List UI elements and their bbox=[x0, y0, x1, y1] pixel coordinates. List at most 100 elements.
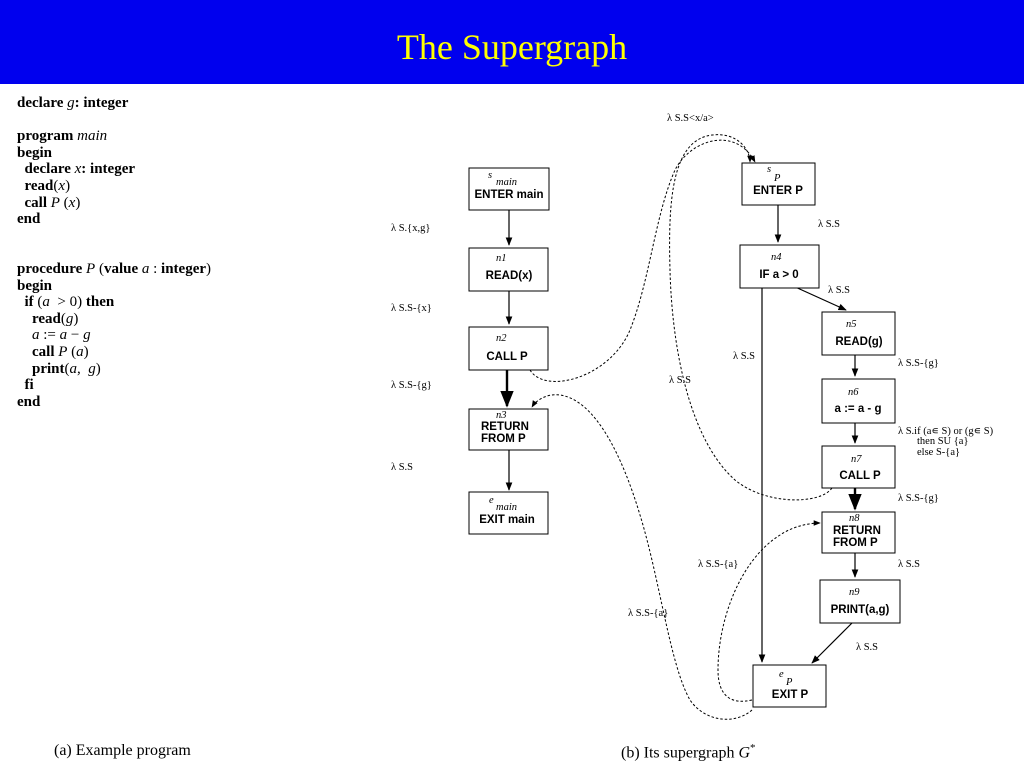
flabel-n8-n9: λ S.S bbox=[898, 559, 920, 570]
caption-a: (a) Example program bbox=[54, 742, 191, 759]
program-token: a bbox=[69, 360, 78, 377]
node-n5: n5 READ(g) bbox=[821, 311, 896, 356]
edge-n9-eP bbox=[811, 622, 853, 664]
program-token: integer bbox=[161, 260, 207, 277]
program-token: then bbox=[85, 294, 115, 311]
edge-n4-n5 bbox=[792, 285, 847, 311]
caption-b-text: (b) Its supergraph bbox=[621, 744, 739, 762]
title-bar: The Supergraph bbox=[0, 0, 1024, 84]
node-n2-id: n2 bbox=[496, 333, 507, 344]
program-token: g bbox=[63, 95, 75, 111]
program-token: if bbox=[17, 294, 34, 311]
program-line: begin bbox=[17, 278, 211, 295]
program-token: P bbox=[47, 194, 60, 211]
node-n5-label: READ(g) bbox=[835, 336, 882, 348]
program-line: read(x) bbox=[17, 178, 211, 195]
program-token: ) bbox=[95, 360, 101, 377]
node-e-main-id: e bbox=[489, 495, 494, 506]
program-token: : bbox=[149, 260, 162, 277]
program-line: end bbox=[17, 211, 211, 228]
node-n7: n7 CALL P bbox=[821, 445, 896, 489]
node-n4-id: n4 bbox=[771, 252, 782, 263]
program-token: call bbox=[17, 343, 55, 360]
program-token: x bbox=[68, 194, 76, 211]
program-token: := bbox=[39, 327, 60, 344]
flabel-n1-n2: λ S.S-{x} bbox=[391, 303, 432, 314]
slide-title: The Supergraph bbox=[396, 27, 628, 67]
program-token: end bbox=[17, 211, 41, 228]
program-line: program main bbox=[17, 128, 211, 145]
node-s-main-id: s bbox=[488, 170, 492, 181]
program-token: print bbox=[17, 360, 65, 377]
program-token: declare bbox=[17, 95, 64, 111]
program-token: g bbox=[83, 327, 91, 344]
node-n3: n3 RETURN FROM P bbox=[468, 408, 549, 451]
program-token: g bbox=[65, 310, 74, 327]
program-line: call P (a) bbox=[17, 344, 211, 361]
program-token: procedure bbox=[17, 260, 83, 277]
program-token: ( bbox=[67, 343, 77, 360]
node-e-main: e main EXIT main bbox=[468, 491, 549, 535]
flabel-n4-n5: λ S.S bbox=[828, 285, 850, 296]
program-token: ) bbox=[73, 310, 79, 327]
inter-edges bbox=[529, 134, 833, 720]
program-line: procedure P (value a : integer) bbox=[17, 261, 211, 278]
node-s-main: s main ENTER main bbox=[468, 167, 550, 211]
program-token: ) bbox=[65, 177, 71, 194]
flabel-n7-sP: λ S.S bbox=[669, 375, 691, 386]
program-token: fi bbox=[17, 377, 34, 394]
program-token: read bbox=[17, 177, 54, 194]
node-e-P-id: e bbox=[779, 669, 784, 680]
flabel-smain-n1: λ S.{x,g} bbox=[391, 223, 430, 234]
flabel-n6-n7-line3: else S-{a} bbox=[917, 447, 960, 458]
edge-eP-n3 bbox=[531, 394, 753, 720]
program-token: − bbox=[67, 327, 84, 344]
program-token: P bbox=[54, 343, 68, 360]
edge-n2-sP bbox=[529, 139, 756, 382]
flabel-n2-n3: λ S.S-{g} bbox=[391, 380, 432, 391]
node-n7-label: CALL P bbox=[839, 470, 881, 482]
node-n1-id: n1 bbox=[496, 253, 507, 264]
program-token: g bbox=[88, 360, 96, 377]
program-token: P bbox=[82, 260, 96, 277]
flabel-call-entry: λ S.S<x/a> bbox=[667, 113, 714, 124]
node-n4-label: IF a > 0 bbox=[759, 269, 798, 281]
program-line: begin bbox=[17, 145, 211, 162]
program-line: fi bbox=[17, 377, 211, 394]
supergraph-diagram: s main ENTER main n1 READ(x) n2 CALL P n… bbox=[391, 113, 994, 720]
program-token: ( bbox=[60, 310, 66, 327]
node-s-main-sub: main bbox=[496, 177, 517, 188]
program-line: if (a > 0) then bbox=[17, 294, 211, 311]
program-token: a bbox=[17, 327, 40, 344]
program-line: declare x: integer bbox=[17, 161, 211, 178]
node-n6: n6 a := a - g bbox=[821, 378, 896, 424]
node-n6-label: a := a - g bbox=[835, 403, 882, 415]
node-e-main-label: EXIT main bbox=[479, 514, 535, 526]
program-token: begin bbox=[17, 277, 53, 294]
caption-b-superscript: * bbox=[750, 742, 756, 754]
program-line: print(a, g) bbox=[17, 361, 211, 378]
node-e-P-sub: P bbox=[785, 677, 793, 688]
node-n5-id: n5 bbox=[846, 319, 857, 330]
node-n3-label2: FROM P bbox=[481, 433, 526, 445]
node-n1-label: READ(x) bbox=[486, 270, 533, 282]
node-n6-id: n6 bbox=[848, 387, 859, 398]
program-token: x bbox=[70, 161, 82, 178]
program-token: ) bbox=[83, 343, 89, 360]
node-n8: n8 RETURN FROM P bbox=[821, 511, 896, 554]
program-token: , bbox=[77, 360, 89, 377]
flabel-n6-n7-line2: then SU {a} bbox=[917, 436, 969, 447]
node-e-main-sub: main bbox=[496, 502, 517, 513]
node-s-P-label: ENTER P bbox=[753, 185, 803, 197]
node-s-main-label: ENTER main bbox=[474, 189, 543, 201]
node-n3-label: RETURN bbox=[481, 421, 529, 433]
program-token: begin bbox=[17, 144, 53, 161]
node-n1: n1 READ(x) bbox=[468, 247, 549, 292]
program-token: a bbox=[42, 294, 50, 311]
program-token: > 0) bbox=[49, 294, 86, 311]
program-token: : integer bbox=[74, 95, 129, 111]
program-token: ) bbox=[206, 260, 212, 277]
program-token: x bbox=[58, 177, 66, 194]
program-token: read bbox=[17, 310, 61, 327]
node-n9-label: PRINT(a,g) bbox=[831, 604, 890, 616]
